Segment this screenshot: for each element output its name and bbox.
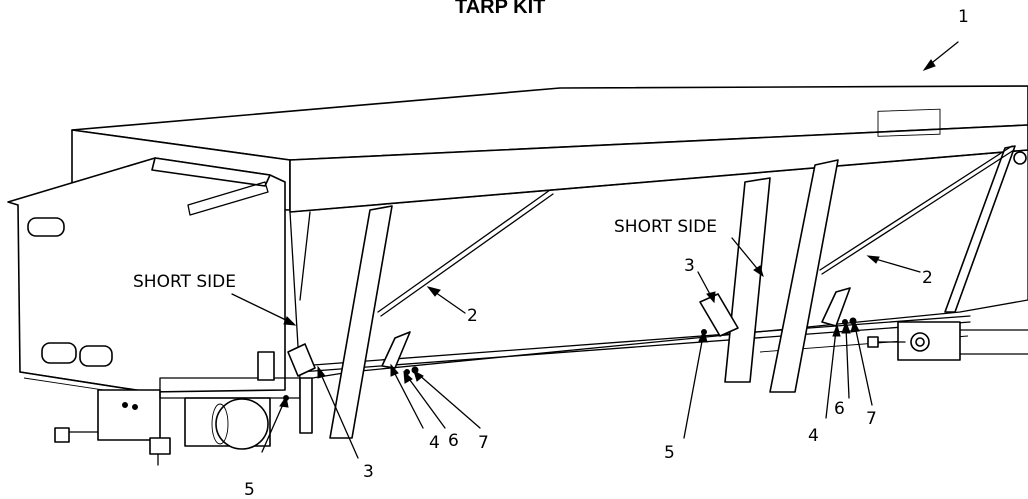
leader-4-right: [825, 329, 837, 419]
housing-window-right: [79, 345, 113, 367]
drive-bracket: [149, 437, 171, 455]
strap-left-b: [380, 193, 554, 317]
callout-3-right: 3: [684, 256, 695, 276]
arrow-3-right: [706, 291, 716, 304]
crank-assembly: [867, 321, 1028, 361]
leader-2-right: [871, 257, 921, 273]
motor-end: [211, 403, 229, 445]
strap-left-end: [299, 211, 311, 301]
arrow-5-right: [698, 329, 708, 343]
arrow-7-right: [850, 319, 860, 333]
callout-6-right: 6: [834, 399, 845, 419]
arrow-short-side-right: [753, 265, 764, 278]
callout-2-right: 2: [922, 268, 933, 288]
label-plate: [877, 108, 941, 137]
drive-assembly: [54, 351, 313, 466]
brace-mid-right: [769, 159, 839, 393]
leader-1: [927, 41, 959, 67]
leader-3-left: [319, 371, 359, 459]
leader-6-left: [406, 375, 446, 429]
frame-post: [299, 377, 313, 434]
clip-4-right: [821, 287, 851, 327]
leader-7-left: [417, 373, 481, 429]
arrow-6-right: [841, 320, 851, 334]
callout-4-right: 4: [808, 426, 819, 446]
housing-top-edge: [151, 157, 271, 187]
clip-4-left: [381, 331, 411, 369]
braces: [329, 145, 1016, 439]
leader-lines: [231, 41, 959, 459]
lower-rail-top: [299, 315, 971, 367]
arrow-1: [922, 59, 936, 72]
brackets: [287, 293, 739, 377]
side-rim: [289, 124, 1028, 213]
short-side-label-right: SHORT SIDE: [614, 217, 717, 237]
arrow-2-right: [866, 255, 880, 264]
diagram-title: TARP KIT: [455, 0, 545, 18]
leader-short-side-left: [231, 293, 291, 323]
arrow-3-left: [317, 365, 326, 379]
leader-7-right: [854, 325, 873, 406]
bolt-b: [122, 402, 128, 408]
callout-5-left: 5: [244, 480, 255, 499]
brace-right: [944, 145, 1016, 313]
arrow-6-left: [403, 370, 413, 384]
leader-5-left: [261, 401, 285, 453]
housing-bottom-edge: [19, 371, 151, 393]
arrow-short-side-left: [283, 316, 297, 326]
callout-4-left: 4: [429, 433, 440, 453]
leader-short-side-right: [731, 237, 761, 273]
arrow-4-left: [390, 363, 399, 377]
callout-1: 1: [958, 7, 969, 27]
crank-hub-inner: [915, 337, 925, 347]
leader-2-left: [431, 289, 466, 314]
arrow-4-right: [832, 323, 841, 337]
tension-straps: [299, 145, 1027, 317]
shaft-coupler: [54, 427, 70, 443]
callout-7-left: 7: [478, 433, 489, 453]
strap-anchor-right: [1013, 151, 1027, 165]
strap-right-b: [821, 149, 1015, 275]
arrow-5-left: [279, 395, 289, 408]
brace-mid-left: [724, 177, 771, 383]
callout-7-right: 7: [866, 409, 877, 429]
callout-5-right: 5: [664, 443, 675, 463]
motor-cylinder: [215, 398, 269, 450]
leader-6-right: [845, 326, 850, 399]
short-side-label-left: SHORT SIDE: [133, 272, 236, 292]
leader-5-right: [683, 335, 704, 439]
bracket-3-left: [287, 343, 316, 377]
labels: SHORT SIDE SHORT SIDE 1 2 2 3 3 4 4 5 5 …: [133, 7, 969, 499]
bolt-c: [132, 404, 138, 410]
crank-nut: [867, 336, 879, 348]
housing-window-left: [41, 342, 77, 364]
strap-right-a: [819, 145, 1013, 271]
callout-6-left: 6: [448, 431, 459, 451]
housing-window-top: [27, 217, 65, 237]
leader-4-left: [392, 369, 424, 429]
callout-2-left: 2: [467, 306, 478, 326]
callout-3-left: 3: [363, 462, 374, 482]
arrow-2-left: [426, 286, 441, 297]
bracket-plate: [257, 351, 275, 381]
housing-slot: [187, 181, 269, 216]
brace-left: [329, 205, 393, 439]
gearbox: [97, 389, 161, 441]
spinner-housing: [7, 157, 286, 398]
arrow-7-left: [413, 369, 424, 382]
strap-left-a: [377, 189, 551, 313]
